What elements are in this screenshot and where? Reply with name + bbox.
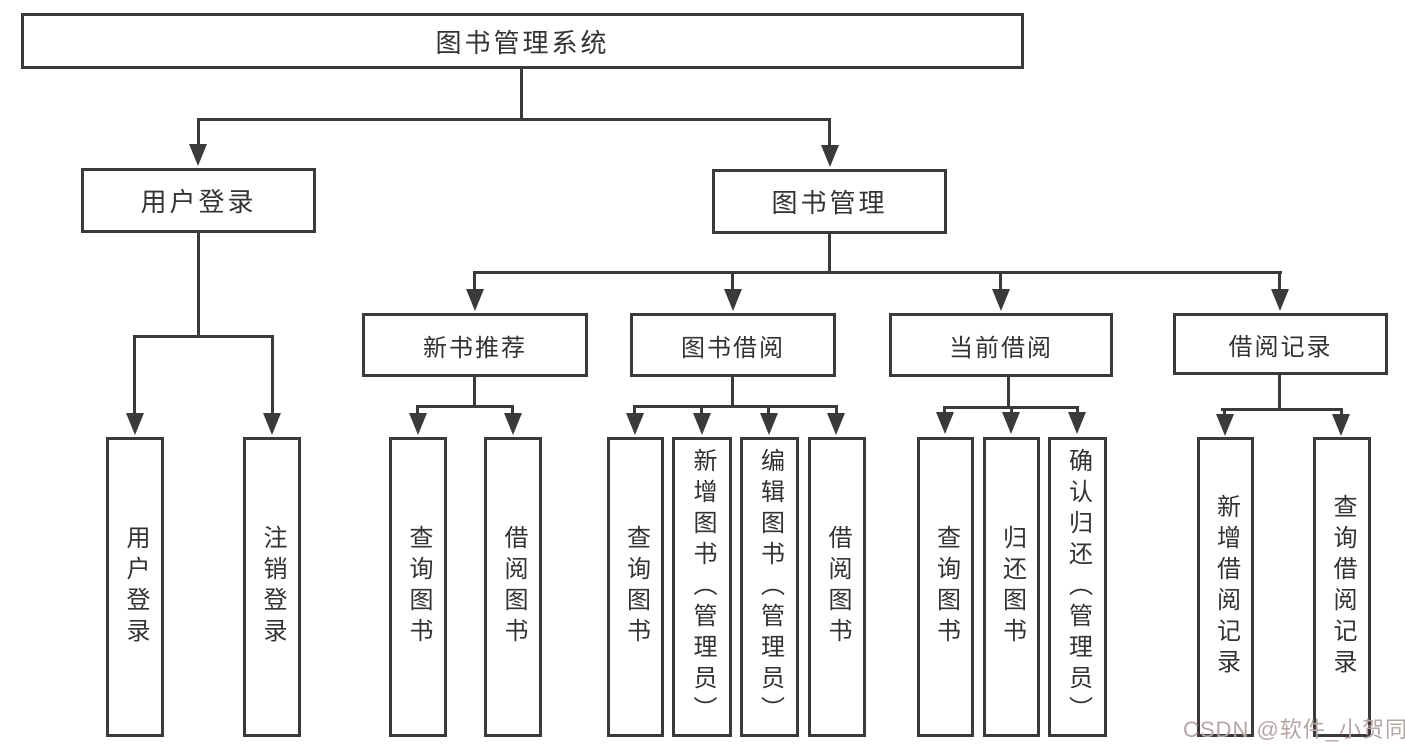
connector-new-book-rail: [417, 405, 514, 408]
arrowhead-down-current-borrow: [992, 289, 1010, 311]
leaf-edit-books-admin: 编辑图书（管理员）: [740, 437, 799, 737]
arrowhead-down-br-query: [1332, 414, 1350, 436]
connector-line-bb-edit: [767, 405, 770, 415]
csdn-watermark: CSDN @软件_小贺同学: [1183, 717, 1405, 742]
arrowhead-down-borrow-records: [1271, 289, 1289, 311]
node-borrow-records: 借阅记录: [1173, 313, 1388, 375]
arrowhead-down-leaf-logout: [263, 413, 281, 435]
leaf-borrow-books-borrow: 借阅图书: [808, 437, 866, 737]
connector-line-cb-confirm: [1076, 406, 1079, 414]
connector-line-cb-return: [1010, 406, 1013, 414]
arrowhead-down-bb-borrow: [827, 413, 845, 435]
connector-level2-rail: [473, 271, 1282, 274]
connector-line-br-query: [1340, 408, 1343, 416]
connector-level1-rail: [197, 118, 831, 121]
connector-line-bb-borrow: [835, 405, 838, 415]
connector-new-book-stem: [473, 377, 476, 405]
connector-book-management-stem: [828, 234, 831, 271]
leaf-query-books-borrow: 查询图书: [607, 437, 664, 737]
node-current-borrow: 当前借阅: [889, 313, 1113, 377]
connector-line-bb-add: [700, 405, 703, 415]
arrowhead-down-bb-add: [693, 413, 711, 435]
connector-line-to-new-book: [473, 271, 476, 291]
arrowhead-down-nb-query: [409, 413, 427, 435]
arrowhead-down-nb-borrow: [504, 413, 522, 435]
leaf-query-books-current: 查询图书: [917, 437, 974, 737]
leaf-borrow-books-newbook: 借阅图书: [484, 437, 542, 737]
leaf-logout-login: 注销登录: [243, 437, 301, 737]
connector-user-login-rail: [133, 335, 274, 338]
arrowhead-down-cb-confirm: [1068, 412, 1086, 434]
leaf-add-borrow-record: 新增借阅记录: [1197, 437, 1254, 737]
arrowhead-down-book-borrow: [724, 289, 742, 311]
connector-line-to-user-login: [197, 118, 200, 146]
connector-line-nb-query: [416, 405, 419, 415]
leaf-user-login: 用户登录: [106, 437, 164, 737]
node-new-book-recommend: 新书推荐: [362, 313, 588, 377]
connector-line-to-leaf-user-login: [133, 335, 136, 415]
connector-root-stem: [520, 68, 523, 118]
connector-line-cb-query: [943, 406, 946, 414]
arrowhead-down-new-book: [466, 289, 484, 311]
connector-line-to-book-borrow: [731, 271, 734, 291]
arrowhead-down-cb-query: [936, 412, 954, 434]
connector-user-login-stem: [197, 233, 200, 335]
connector-current-borrow-stem: [1007, 377, 1010, 406]
leaf-add-books-admin: 新增图书（管理员）: [672, 437, 732, 737]
leaf-return-books: 归还图书: [983, 437, 1040, 737]
connector-line-nb-borrow: [511, 405, 514, 415]
node-root-library-system: 图书管理系统: [21, 13, 1024, 69]
connector-borrow-records-rail: [1221, 408, 1343, 411]
node-user-login: 用户登录: [81, 168, 316, 233]
arrowhead-down-book-management: [821, 145, 839, 167]
connector-borrow-records-stem: [1278, 375, 1281, 408]
arrowhead-down-user-login: [189, 144, 207, 166]
arrowhead-down-bb-edit: [760, 413, 778, 435]
arrowhead-down-leaf-user-login: [126, 413, 144, 435]
node-book-management: 图书管理: [712, 169, 947, 234]
node-book-borrow: 图书借阅: [630, 313, 836, 377]
arrowhead-down-bb-query: [626, 413, 644, 435]
leaf-confirm-return-admin: 确认归还（管理员）: [1048, 437, 1107, 737]
arrowhead-down-br-add: [1216, 414, 1234, 436]
connector-book-borrow-stem: [731, 377, 734, 405]
connector-line-to-book-management: [828, 118, 831, 146]
connector-line-to-leaf-logout: [271, 335, 274, 415]
connector-book-borrow-rail: [634, 405, 838, 408]
connector-line-bb-query: [633, 405, 636, 415]
leaf-query-borrow-record: 查询借阅记录: [1313, 437, 1371, 737]
arrowhead-down-cb-return: [1002, 412, 1020, 434]
leaf-query-books-newbook: 查询图书: [389, 437, 447, 737]
connector-line-to-borrow-records: [1278, 271, 1281, 291]
connector-line-to-current-borrow: [999, 271, 1002, 291]
connector-line-br-add: [1223, 408, 1226, 416]
